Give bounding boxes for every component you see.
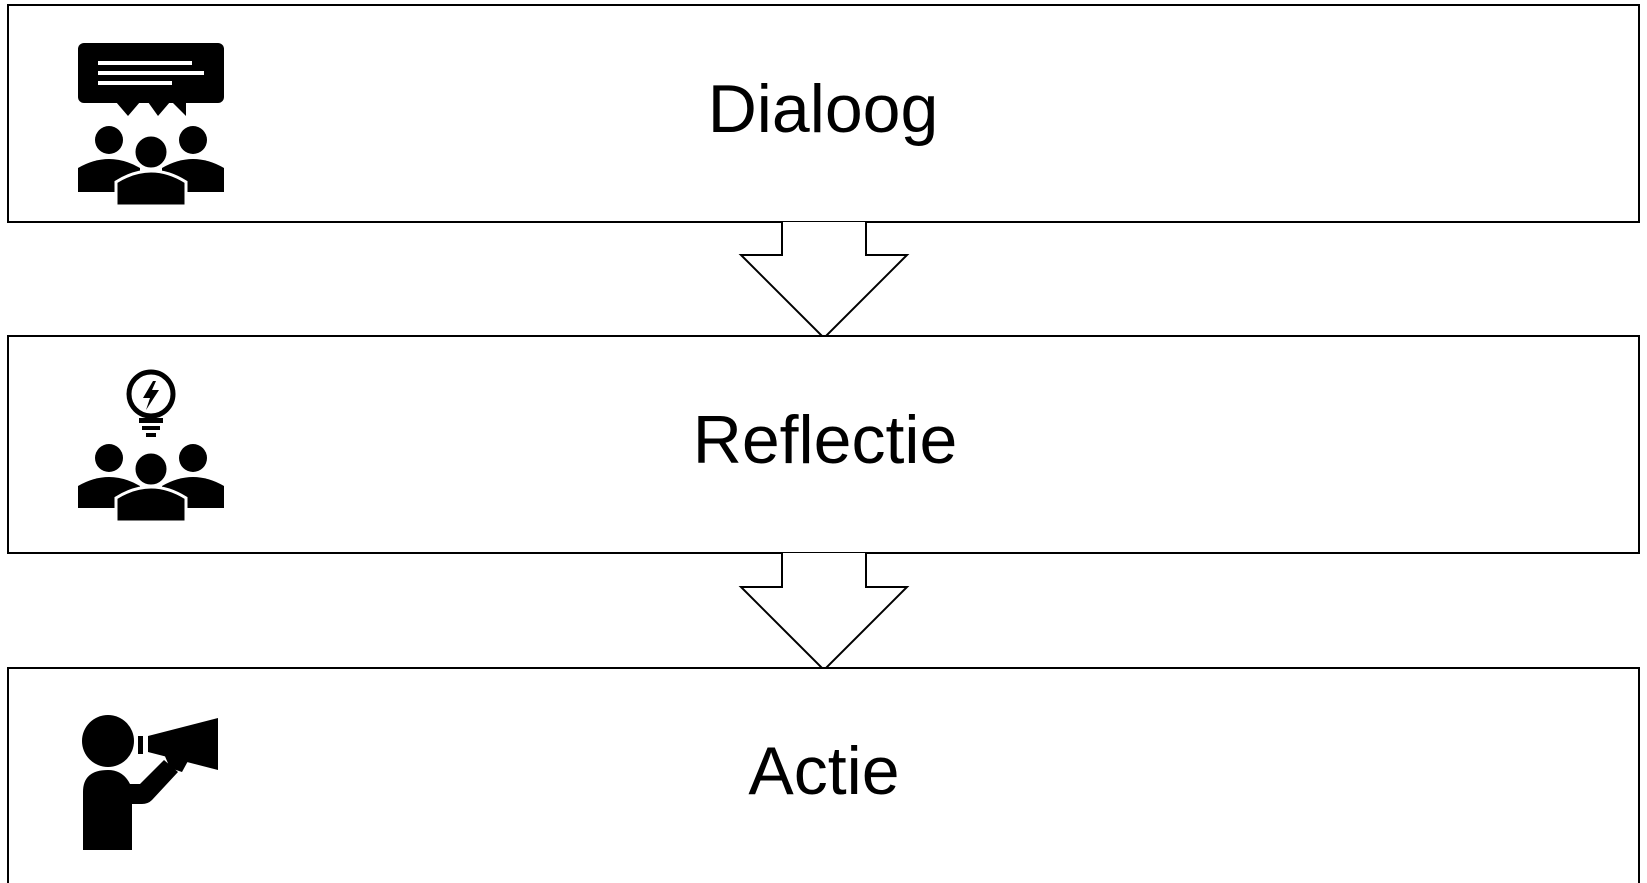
step-dialoog: Dialoog	[7, 4, 1640, 223]
connector-arrow	[738, 553, 910, 672]
step-box	[7, 4, 1640, 223]
step-actie: Actie	[7, 667, 1640, 883]
step-label: Actie	[748, 733, 899, 809]
group-lightbulb-idea-icon	[78, 369, 224, 524]
step-box	[7, 667, 1640, 883]
group-dialogue-speech-bubble-icon	[78, 43, 224, 208]
step-reflectie: Reflectie	[7, 335, 1640, 554]
step-box	[7, 335, 1640, 554]
person-megaphone-icon	[82, 715, 218, 850]
connector-arrow	[738, 222, 910, 340]
step-label: Dialoog	[708, 71, 939, 147]
step-label: Reflectie	[693, 402, 958, 478]
